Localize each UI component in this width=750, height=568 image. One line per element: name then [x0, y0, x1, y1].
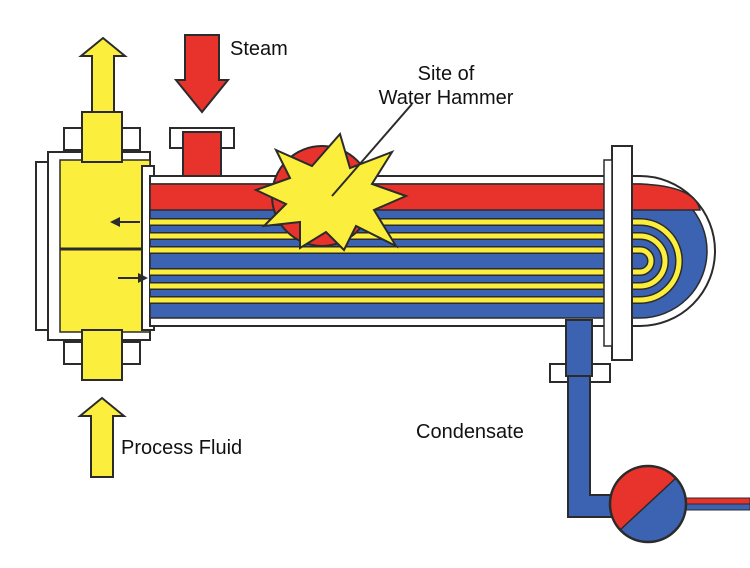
- flow-arrow-left: [110, 217, 140, 227]
- process-fluid-label: Process Fluid: [121, 437, 242, 459]
- top-nozzle-fluid: [81, 111, 123, 163]
- condensate-nozzle-pipe: [565, 319, 593, 377]
- shell-head-flange: [611, 145, 633, 361]
- water-hammer-burst: [253, 131, 409, 252]
- bottom-nozzle-fluid: [81, 329, 123, 381]
- tubesheet-flange-left: [35, 161, 49, 331]
- site-label-line1: Site of: [418, 63, 475, 85]
- flow-arrow-right: [118, 273, 148, 283]
- steam-label: Steam: [230, 38, 288, 60]
- u-tube-inner-fluid: [150, 247, 654, 275]
- u-tube-outer-fluid: [150, 219, 682, 303]
- u-tube-bundle: [150, 218, 683, 304]
- water-hammer-leader-line: [331, 103, 413, 197]
- pump-outlet-red: [679, 497, 750, 505]
- shell-head-flange-face: [603, 159, 613, 347]
- process-inlet-arrow: [77, 396, 127, 478]
- steam-inlet-arrow: [173, 34, 231, 114]
- burst-star: [253, 131, 409, 252]
- u-tube-middle-fluid: [150, 233, 668, 289]
- site-label-line2: Water Hammer: [379, 87, 514, 109]
- condensate-label: Condensate: [416, 421, 524, 443]
- steam-trap: [608, 464, 688, 544]
- process-outlet-arrow: [78, 36, 128, 113]
- pump-outlet-blue: [679, 503, 750, 511]
- channel-head-fluid: [59, 159, 151, 333]
